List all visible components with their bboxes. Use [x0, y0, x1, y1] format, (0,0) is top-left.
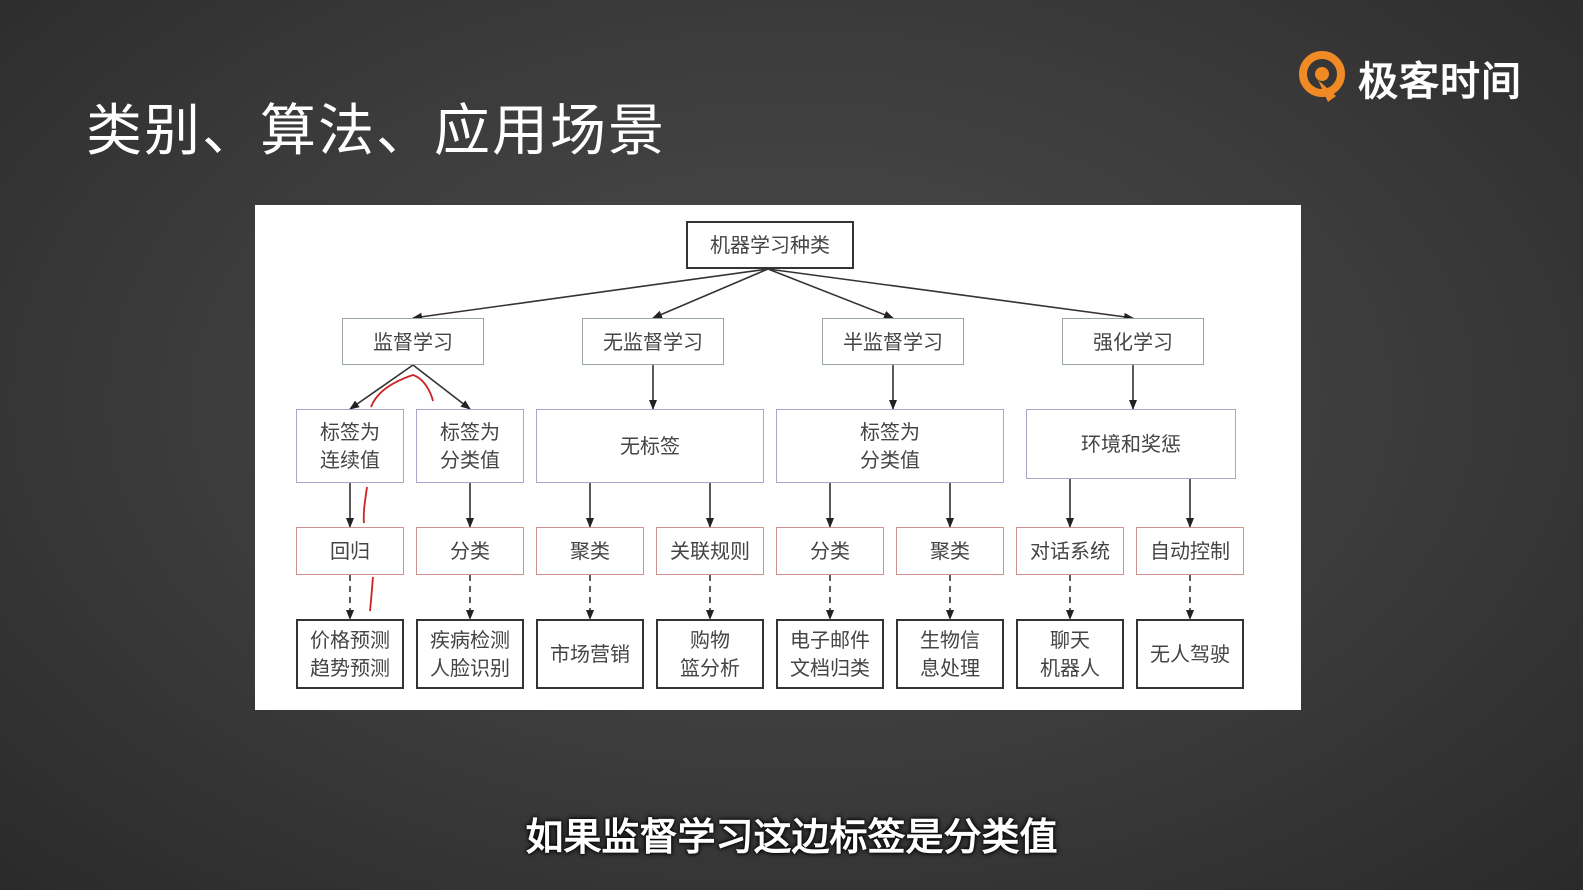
annotation-stroke — [362, 374, 434, 612]
node-category-semisupervised: 半监督学习 — [822, 318, 964, 365]
node-label-environment-reward: 环境和奖惩 — [1026, 409, 1236, 479]
node-label-categorical: 标签为 分类值 — [416, 409, 524, 483]
edge-root-semisupervised — [767, 268, 894, 319]
edge-supervised-continuous — [349, 364, 414, 410]
node-label-semi-categorical: 标签为 分类值 — [776, 409, 1004, 483]
node-algorithm-association-rules: 关联规则 — [656, 527, 764, 575]
node-category-unsupervised: 无监督学习 — [582, 318, 724, 365]
node-application-chatbot: 聊天 机器人 — [1016, 619, 1124, 689]
node-category-reinforcement: 强化学习 — [1062, 318, 1204, 365]
brand-name: 极客时间 — [1358, 59, 1522, 105]
node-application-disease-face: 疾病检测 人脸识别 — [416, 619, 524, 689]
ml-taxonomy-diagram: 机器学习种类 监督学习 无监督学习 半监督学习 强化学习 标签为 连续值 标签为… — [255, 205, 1301, 710]
node-label-none: 无标签 — [536, 409, 764, 483]
node-application-self-driving: 无人驾驶 — [1136, 619, 1244, 689]
node-algorithm-semi-classification: 分类 — [776, 527, 884, 575]
brand-logo: 极客时间 — [1298, 48, 1522, 108]
node-algorithm-clustering: 聚类 — [536, 527, 644, 575]
node-category-supervised: 监督学习 — [342, 318, 484, 365]
edge-root-reinforcement — [767, 268, 1134, 321]
edge-root-supervised — [412, 268, 769, 321]
node-root: 机器学习种类 — [686, 221, 854, 269]
node-application-email-docs: 电子邮件 文档归类 — [776, 619, 884, 689]
diagram-connectors — [346, 268, 1194, 620]
node-algorithm-auto-control: 自动控制 — [1136, 527, 1244, 575]
edge-root-unsupervised — [652, 268, 769, 319]
node-algorithm-regression: 回归 — [296, 527, 404, 575]
geektime-logo-icon — [1299, 51, 1345, 102]
node-application-basket-analysis: 购物 篮分析 — [656, 619, 764, 689]
node-algorithm-semi-clustering: 聚类 — [896, 527, 1004, 575]
node-application-marketing: 市场营销 — [536, 619, 644, 689]
node-algorithm-classification: 分类 — [416, 527, 524, 575]
node-algorithm-dialog-system: 对话系统 — [1016, 527, 1124, 575]
node-application-price-trend: 价格预测 趋势预测 — [296, 619, 404, 689]
edge-supervised-categorical — [412, 364, 471, 410]
slide-title: 类别、算法、应用场景 — [86, 99, 666, 164]
node-label-continuous: 标签为 连续值 — [296, 409, 404, 483]
video-subtitle: 如果监督学习这边标签是分类值 — [525, 815, 1058, 859]
node-application-bioinformatics: 生物信 息处理 — [896, 619, 1004, 689]
